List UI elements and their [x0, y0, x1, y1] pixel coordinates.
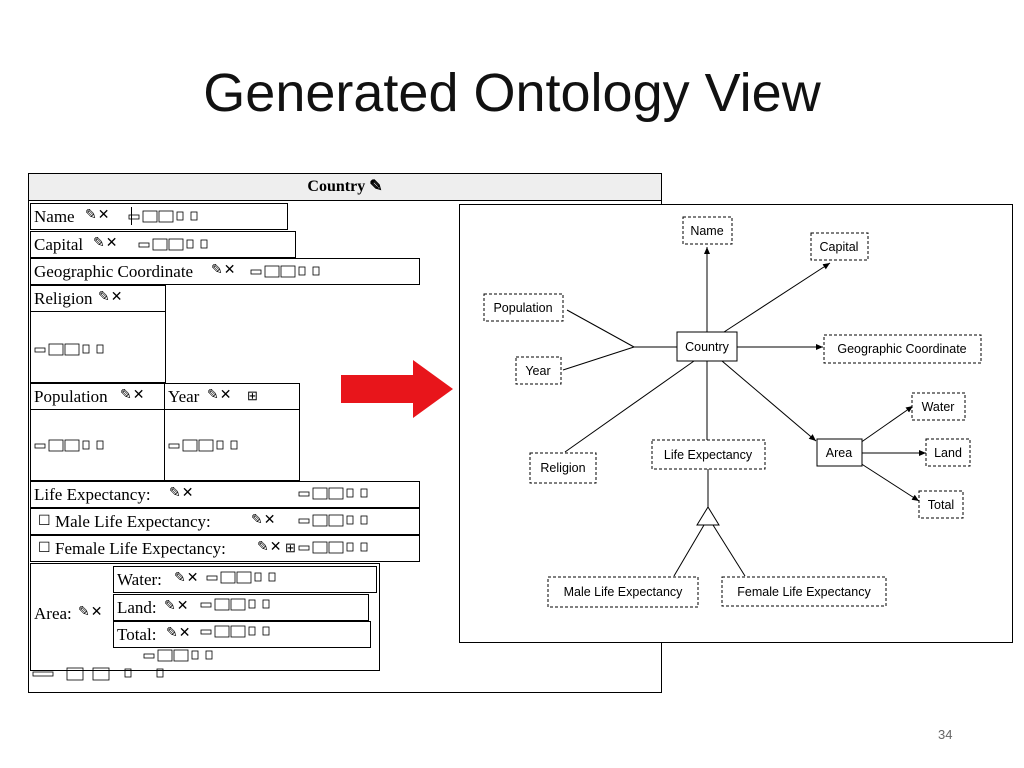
field-row-female: ☐ Female Life Expectancy: ✎✕ ⊞ — [30, 535, 420, 562]
field-label-name: Name — [34, 207, 75, 226]
node-capital: Capital — [820, 240, 859, 254]
edge-male — [673, 524, 705, 577]
node-country: Country — [685, 340, 730, 354]
slide-title: Generated Ontology View — [203, 63, 821, 123]
field-label-total: Total: — [117, 625, 157, 644]
node-population: Population — [493, 301, 552, 315]
node-box-male — [547, 576, 699, 608]
field-row-male: ☐ Male Life Expectancy: ✎✕ — [30, 508, 420, 535]
field-row-geo: Geographic Coordinate ✎✕ — [30, 258, 420, 285]
field-row-area: Area: ✎✕ Water: ✎✕ Land: ✎✕ Total: ✎✕ — [30, 563, 380, 671]
checkbox-icon[interactable]: ☐ — [38, 514, 51, 529]
field-label-water: Water: — [117, 570, 162, 589]
node-box-total — [918, 490, 964, 519]
field-row-life-expectancy: Life Expectancy: ✎✕ — [30, 481, 420, 508]
node-box-religion — [529, 452, 597, 484]
node-year: Year — [525, 364, 550, 378]
edit-delete-icons[interactable]: ✎✕ — [257, 540, 283, 555]
field-row-water: Water: ✎✕ — [113, 566, 377, 593]
node-box-area — [816, 438, 863, 467]
node-box-country — [676, 331, 738, 362]
edit-delete-icons[interactable]: ✎✕ — [120, 388, 146, 403]
edit-delete-icons[interactable]: ✎✕ — [164, 599, 190, 614]
form-header-label: Country — [307, 178, 366, 195]
field-label-area: Area: — [34, 604, 72, 623]
edge-country-religion — [564, 360, 695, 453]
node-box-life — [651, 439, 766, 470]
node-box-water — [911, 392, 966, 421]
node-box-geo — [823, 334, 982, 364]
edge-population — [566, 309, 635, 348]
plus-box-icon[interactable]: ⊞ — [247, 388, 258, 403]
node-box-population — [483, 293, 564, 322]
widget-strip — [131, 207, 132, 225]
edge-area-total — [859, 462, 920, 502]
pencil-icon[interactable]: ✎ — [369, 178, 383, 195]
edit-delete-icons[interactable]: ✎✕ — [251, 513, 277, 528]
edit-delete-icons[interactable]: ✎✕ — [211, 263, 237, 278]
node-male: Male Life Expectancy — [564, 585, 684, 599]
node-box-capital — [810, 232, 869, 261]
field-label-life: Life Expectancy: — [34, 485, 151, 504]
node-box-female — [721, 576, 887, 607]
checkbox-icon[interactable]: ☐ — [38, 541, 51, 556]
node-area: Area — [826, 446, 852, 460]
field-label-religion: Religion — [34, 289, 93, 308]
node-box-land — [925, 438, 971, 467]
field-row-population: Population ✎✕ — [30, 383, 166, 481]
node-geo: Geographic Coordinate — [837, 342, 966, 356]
edit-delete-icons[interactable]: ✎✕ — [169, 486, 195, 501]
field-label-male: Male Life Expectancy: — [55, 512, 211, 531]
node-life: Life Expectancy — [664, 448, 753, 462]
edit-delete-icons[interactable]: ✎✕ — [93, 236, 119, 251]
field-row-capital: Capital ✎✕ — [30, 231, 296, 258]
node-total: Total — [928, 498, 954, 512]
field-label-land: Land: — [117, 598, 157, 617]
field-label-population: Population — [34, 387, 108, 406]
field-label-geo: Geographic Coordinate — [34, 262, 194, 281]
node-female: Female Life Expectancy — [737, 585, 871, 599]
form-header: Country ✎ — [29, 174, 661, 201]
edge-female — [712, 524, 746, 577]
ontology-diagram-panel: Name Capital Population Country Geograph… — [459, 204, 1013, 643]
generalization-triangle — [696, 506, 720, 526]
node-land: Land — [934, 446, 962, 460]
field-label-capital: Capital — [34, 235, 84, 254]
edit-delete-icons[interactable]: ✎✕ — [98, 290, 124, 305]
edit-delete-icons[interactable]: ✎✕ — [207, 388, 233, 403]
node-box-year — [515, 356, 562, 385]
field-label-female: Female Life Expectancy: — [55, 539, 226, 558]
edit-delete-icons[interactable]: ✎✕ — [78, 605, 104, 620]
field-row-year: Year ✎✕ ⊞ — [164, 383, 300, 481]
edge-area-water — [859, 405, 914, 444]
plus-box-icon[interactable]: ⊞ — [285, 540, 296, 555]
red-arrow-icon — [341, 360, 453, 418]
edit-delete-icons[interactable]: ✎✕ — [166, 626, 192, 641]
edge-country-area — [721, 360, 817, 442]
field-row-total: Total: ✎✕ — [113, 621, 371, 648]
node-box-name — [682, 216, 733, 245]
field-row-land: Land: ✎✕ — [113, 594, 369, 621]
edge-year — [562, 346, 635, 371]
page-number: 34 — [938, 727, 953, 742]
ontology-graph: Name Capital Population Country Geograph… — [483, 216, 982, 608]
widget-thumbnails — [32, 210, 368, 681]
node-name: Name — [690, 224, 723, 238]
edit-delete-icons[interactable]: ✎✕ — [174, 571, 200, 586]
field-row-religion: Religion ✎✕ — [30, 285, 166, 383]
node-water: Water — [922, 400, 955, 414]
node-religion: Religion — [540, 461, 585, 475]
edge-country-capital — [723, 262, 831, 333]
field-label-year: Year — [168, 387, 200, 406]
edit-delete-icons[interactable]: ✎✕ — [85, 208, 111, 223]
